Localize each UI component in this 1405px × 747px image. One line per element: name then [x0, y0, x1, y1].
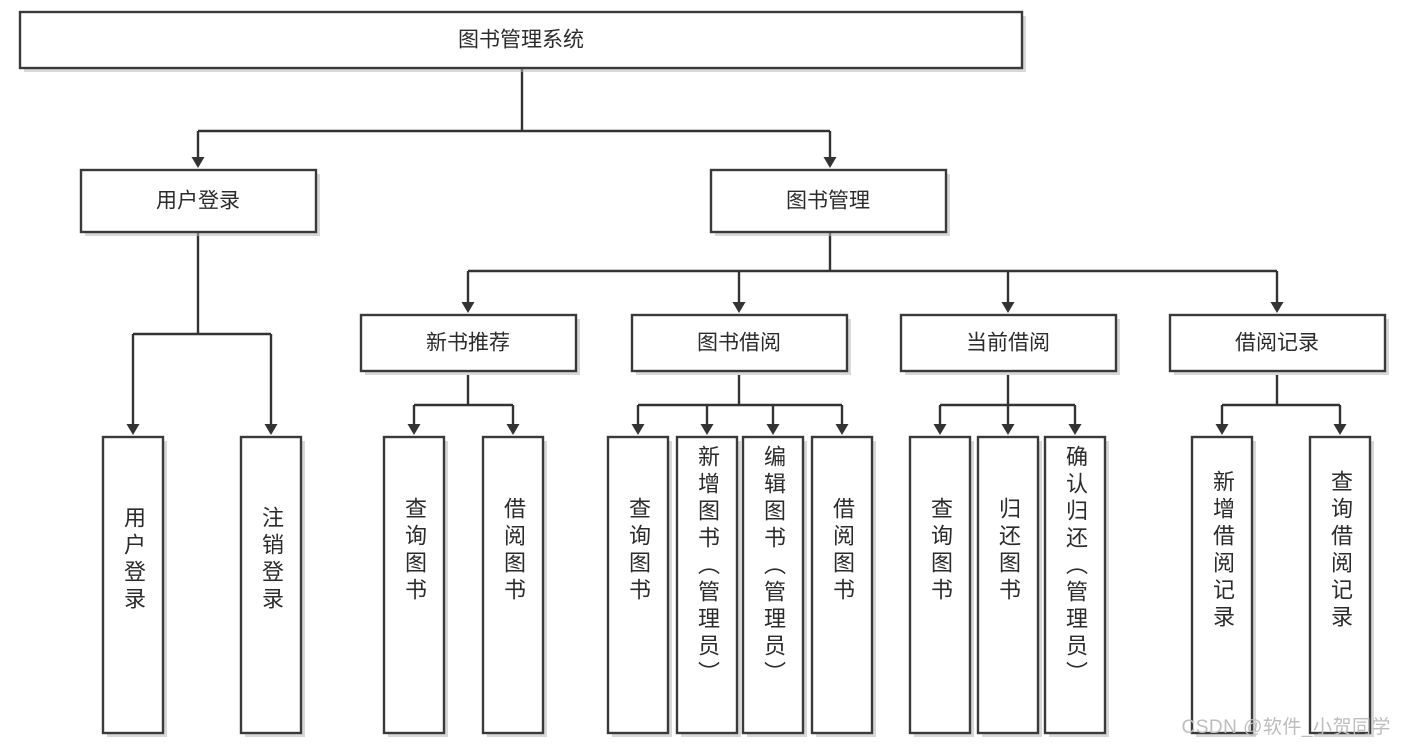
leaf-add-record-box[interactable] — [1190, 435, 1254, 735]
connector-layer — [126, 69, 1347, 435]
leaf-add-book-box[interactable] — [675, 435, 739, 735]
leaf-borrow-book-2-box[interactable] — [810, 435, 874, 735]
leaf-user-logout-box[interactable] — [239, 435, 303, 735]
leaf-query-record-box[interactable] — [1308, 435, 1372, 735]
new-book-rec-node-box[interactable] — [359, 313, 578, 373]
current-borrow-node-label: 当前借阅 — [966, 332, 1050, 355]
user-login-node-box[interactable] — [79, 168, 318, 234]
borrow-record-node-label: 借阅记录 — [1235, 332, 1319, 355]
leaf-user-login-box[interactable] — [101, 435, 165, 735]
leaf-query-book-2-box[interactable] — [606, 435, 670, 735]
book-manage-node-label: 图书管理 — [786, 190, 870, 213]
leaf-confirm-return-box[interactable] — [1043, 435, 1107, 735]
watermark-text: CSDN @软件_小贺同学 — [1181, 717, 1391, 738]
leaf-borrow-book-1-box[interactable] — [481, 435, 545, 735]
leaf-edit-book-box[interactable] — [741, 435, 805, 735]
book-manage-node-box[interactable] — [709, 168, 948, 234]
root-node-label: 图书管理系统 — [458, 29, 584, 52]
node-layer: 图书管理系统 用户登录 图书管理 新书推荐 图书借阅 当前借阅 借阅记录 — [18, 10, 1389, 737]
book-borrow-node-label: 图书借阅 — [697, 332, 781, 355]
book-borrow-node-box[interactable] — [630, 313, 849, 373]
current-borrow-node-box[interactable] — [899, 313, 1118, 373]
leaf-return-book-box[interactable] — [976, 435, 1040, 735]
root-node-box[interactable] — [18, 10, 1024, 70]
borrow-record-node-box[interactable] — [1168, 313, 1387, 373]
new-book-rec-node-label: 新书推荐 — [426, 332, 510, 355]
leaf-query-book-3-box[interactable] — [908, 435, 972, 735]
leaf-query-book-1-box[interactable] — [382, 435, 446, 735]
user-login-node-label: 用户登录 — [156, 190, 240, 213]
